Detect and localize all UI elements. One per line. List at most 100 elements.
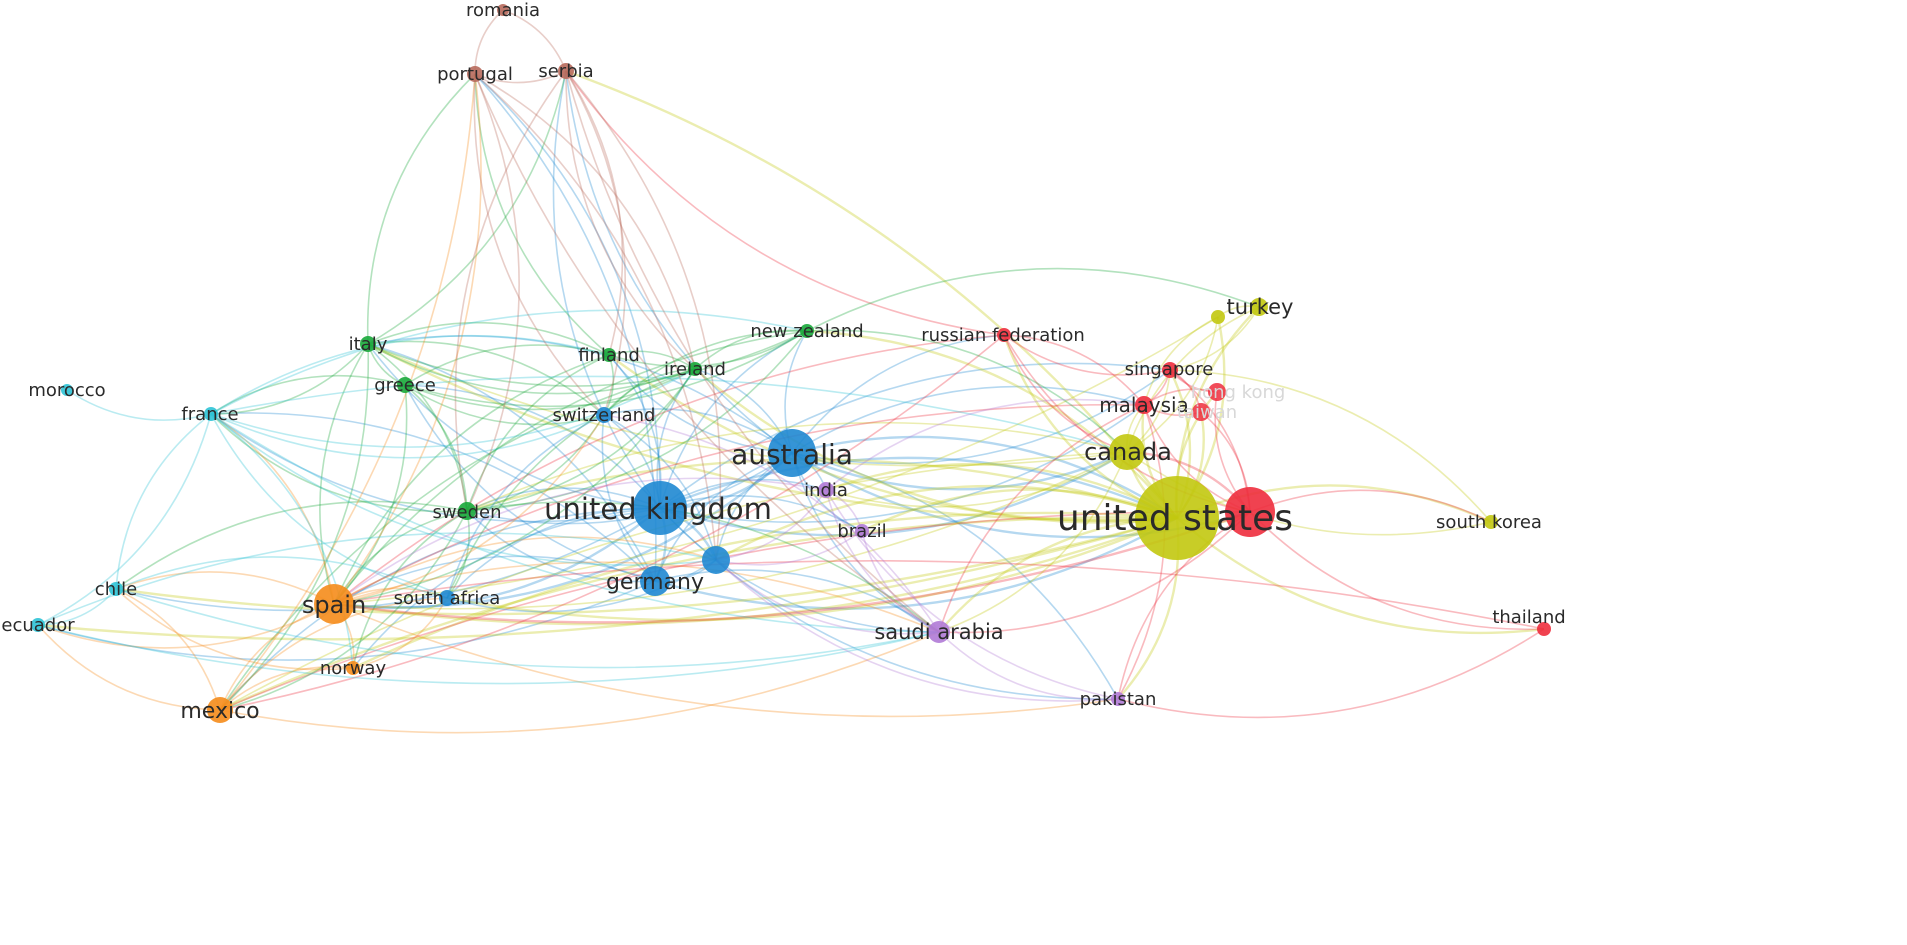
node-ecuador[interactable] [31, 618, 45, 632]
node-norway[interactable] [346, 661, 360, 675]
link-unlabeled-red-pakistan [1117, 511, 1251, 700]
node-taiwan[interactable] [1192, 403, 1210, 421]
link-united-kingdom-portugal [474, 73, 661, 509]
link-united-kingdom-malaysia [659, 404, 1145, 524]
link-serbia-unlabeled-blue [565, 70, 722, 561]
link-new-zealand-canada [806, 329, 1128, 453]
node-russian-federation[interactable] [997, 328, 1011, 342]
node-canada[interactable] [1109, 434, 1145, 470]
node-switzerland[interactable] [596, 407, 612, 423]
link-france-canada [210, 375, 1128, 453]
node-unlabeled-blue[interactable] [702, 546, 730, 574]
node-hong-kong[interactable] [1208, 383, 1226, 401]
link-unlabeled-red-saudi-arabia [938, 511, 1251, 634]
link-norway-chile [115, 588, 354, 671]
link-united-states-norway [352, 511, 1178, 670]
link-greece-ireland [404, 368, 696, 411]
link-italy-sweden [367, 343, 468, 512]
node-unlabeled-red[interactable] [1225, 487, 1275, 537]
link-unlabeled-red-south-korea [1249, 489, 1492, 523]
node-turkey[interactable] [1250, 298, 1268, 316]
link-united-kingdom-mexico [219, 507, 661, 711]
link-france-ireland [210, 368, 696, 448]
node-chile[interactable] [109, 582, 123, 596]
link-france-morocco [66, 389, 212, 421]
node-morocco[interactable] [61, 384, 73, 396]
link-united-states-spain [333, 516, 1178, 626]
link-finland-spain [333, 354, 610, 605]
node-brazil[interactable] [855, 524, 869, 538]
node-serbia[interactable] [558, 63, 574, 79]
link-saudi-arabia-pakistan [938, 631, 1119, 701]
node-sweden[interactable] [458, 502, 476, 520]
node-singapore[interactable] [1162, 362, 1178, 378]
node-greece[interactable] [397, 377, 413, 393]
label-chile: chile [95, 579, 137, 600]
label-spain: spain [302, 591, 366, 619]
node-south-africa[interactable] [439, 590, 455, 606]
link-united-states-south-africa [446, 516, 1178, 622]
label-ecuador: ecuador [1, 615, 75, 636]
link-united-states-sweden [466, 458, 1178, 520]
link-portugal-saudi-arabia [474, 73, 940, 633]
link-switzerland-unlabeled-blue [603, 414, 717, 561]
node-ireland[interactable] [688, 362, 702, 376]
label-thailand: thailand [1492, 607, 1565, 628]
link-france-new-zealand [210, 309, 808, 415]
link-serbia-saudi-arabia [565, 70, 940, 633]
link-united-states-serbia [565, 69, 1178, 519]
node-spain[interactable] [314, 584, 354, 624]
link-australia-canada [791, 450, 1128, 491]
label-mexico: mexico [180, 699, 259, 724]
link-italy-mexico [219, 343, 370, 711]
node-malaysia[interactable] [1135, 396, 1153, 414]
node-thailand[interactable] [1537, 622, 1551, 636]
link-spain-ecuador [37, 603, 335, 649]
label-new-zealand: new zealand [750, 321, 863, 342]
link-germany-saudi-arabia [654, 569, 940, 633]
link-sweden-mexico [219, 510, 468, 711]
node-unlabeled-yellow[interactable] [1211, 310, 1225, 324]
link-united-states-india [825, 462, 1178, 520]
node-mexico[interactable] [207, 697, 233, 723]
link-united-states-mexico [219, 516, 1178, 712]
label-singapore: singapore [1125, 359, 1214, 380]
link-india-pakistan [825, 489, 1119, 700]
node-romania[interactable] [497, 4, 509, 16]
node-australia[interactable] [768, 429, 816, 477]
node-united-states[interactable] [1135, 476, 1219, 560]
node-france[interactable] [204, 407, 218, 421]
node-finland[interactable] [602, 348, 616, 362]
node-saudi-arabia[interactable] [928, 621, 950, 643]
node-united-kingdom[interactable] [633, 481, 687, 535]
link-chile-south-africa [115, 556, 448, 599]
link-turkey-singapore [1169, 306, 1260, 371]
link-finland-new-zealand [608, 330, 808, 368]
node-pakistan[interactable] [1111, 692, 1125, 706]
link-canada-saudi-arabia [938, 451, 1128, 633]
node-india[interactable] [818, 482, 834, 498]
label-pakistan: pakistan [1080, 689, 1157, 710]
link-germany-sweden [466, 510, 656, 583]
link-united-states-brazil [861, 488, 1178, 533]
node-germany[interactable] [640, 566, 670, 596]
link-united-kingdom-new-zealand [659, 330, 808, 509]
link-united-kingdom-italy [367, 343, 661, 509]
node-portugal[interactable] [467, 66, 483, 82]
node-italy[interactable] [360, 336, 376, 352]
link-canada-india [825, 451, 1128, 508]
link-united-kingdom-united-states [659, 456, 1178, 520]
label-serbia: serbia [538, 61, 593, 82]
label-finland: finland [578, 345, 640, 366]
link-india-unlabeled-blue [715, 489, 827, 561]
link-united-states-italy [367, 342, 1178, 522]
node-south-korea[interactable] [1484, 515, 1498, 529]
link-russian-federation-spain [333, 334, 1005, 605]
link-finland-sweden [466, 354, 610, 512]
node-new-zealand[interactable] [800, 324, 814, 338]
link-germany-united-states [654, 516, 1178, 610]
link-india-malaysia [825, 398, 1145, 491]
link-mexico-portugal [219, 73, 476, 711]
link-australia-spain [333, 452, 793, 609]
